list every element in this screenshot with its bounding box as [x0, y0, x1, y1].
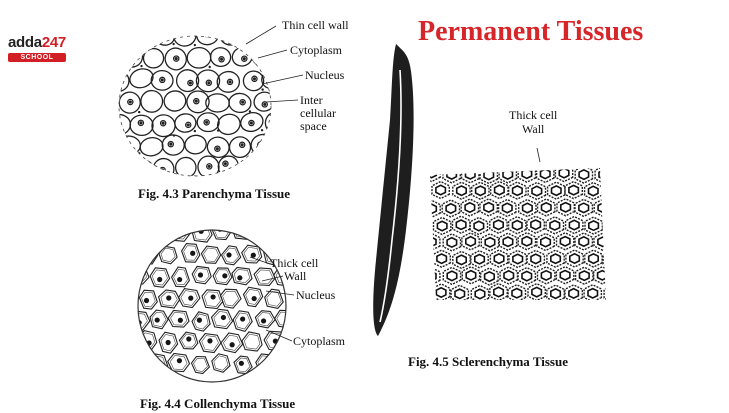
parenchyma-diagram	[118, 25, 304, 177]
logo-brand: adda247	[8, 34, 66, 51]
page-title: Permanent Tissues	[418, 16, 644, 47]
label-wall: Wall	[284, 269, 307, 283]
label-cellular: cellular	[300, 106, 336, 120]
label-thin-cell-wall: Thin cell wall	[282, 18, 349, 32]
sclerenchyma-fibre	[373, 44, 414, 336]
label-thick-cell: Thick cell	[509, 108, 558, 122]
adda247-logo: adda247 SCHOOL	[8, 34, 68, 62]
label-space: space	[300, 119, 327, 133]
logo-badge: SCHOOL	[8, 53, 66, 62]
collenchyma-diagram	[137, 229, 295, 383]
label-wall: Wall	[522, 122, 545, 136]
sclerenchyma-diagram	[430, 147, 606, 300]
label-cytoplasm: Cytoplasm	[290, 43, 343, 57]
label-nucleus: Nucleus	[296, 288, 336, 302]
caption-collenchyma: Fig. 4.4 Collenchyma Tissue	[140, 396, 296, 411]
caption-parenchyma: Fig. 4.3 Parenchyma Tissue	[138, 186, 291, 201]
caption-sclerenchyma: Fig. 4.5 Sclerenchyma Tissue	[408, 354, 568, 369]
label-nucleus: Nucleus	[305, 68, 345, 82]
label-thick-cell: Thick cell	[270, 256, 319, 270]
label-cytoplasm: Cytoplasm	[293, 334, 346, 348]
label-inter: Inter	[300, 93, 323, 107]
